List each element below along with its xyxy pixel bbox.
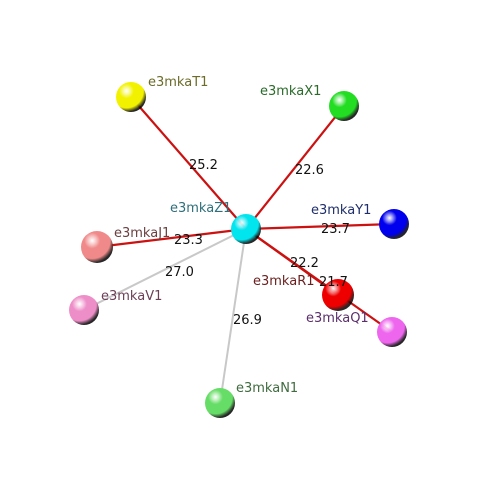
distance-label-r1: 22.2 xyxy=(290,256,319,271)
edge-j1 xyxy=(96,227,247,249)
node-j1[interactable] xyxy=(81,231,113,263)
edge-q1 xyxy=(245,228,393,333)
distance-label-t1: 25.2 xyxy=(189,158,218,173)
node-y1[interactable] xyxy=(379,209,409,239)
edge-v1 xyxy=(83,228,247,311)
node-v1[interactable] xyxy=(69,295,99,325)
distance-label-v1: 27.0 xyxy=(165,265,194,280)
node-label-n1: e3mkaN1 xyxy=(236,381,298,396)
node-center[interactable] xyxy=(231,214,261,244)
node-label-x1: e3mkaX1 xyxy=(260,84,321,99)
node-label-j1: e3mkaJ1 xyxy=(114,226,170,241)
node-label-v1: e3mkaV1 xyxy=(101,289,162,304)
node-label-y1: e3mkaY1 xyxy=(311,203,371,218)
edge-x1 xyxy=(245,105,345,230)
node-r1[interactable] xyxy=(322,279,354,311)
edge-t1 xyxy=(130,96,247,230)
node-t1[interactable] xyxy=(116,82,146,112)
node-label-r1: e3mkaR1 xyxy=(253,274,315,289)
distance-label-n1: 26.9 xyxy=(233,313,262,328)
node-label-q1: e3mkaQ1 xyxy=(306,311,369,326)
distance-label-j1: 23.3 xyxy=(174,233,203,248)
node-label-center: e3mkaZ1 xyxy=(170,201,231,216)
distance-label-q1: 21.7 xyxy=(319,275,348,290)
edge-n1 xyxy=(219,228,247,404)
edge-y1 xyxy=(245,222,395,231)
node-x1[interactable] xyxy=(329,91,359,121)
edges-layer xyxy=(83,96,395,404)
node-n1[interactable] xyxy=(205,388,235,418)
distance-label-x1: 22.6 xyxy=(295,163,324,178)
node-q1[interactable] xyxy=(377,317,407,347)
labels-layer: e3mkaT1 25.2 e3mkaX1 22.6 e3mkaY1 23.7 e3mkaJ1… xyxy=(101,75,371,396)
nodes-layer xyxy=(69,82,409,418)
node-label-t1: e3mkaT1 xyxy=(148,75,208,90)
distance-label-y1: 23.7 xyxy=(321,222,350,237)
